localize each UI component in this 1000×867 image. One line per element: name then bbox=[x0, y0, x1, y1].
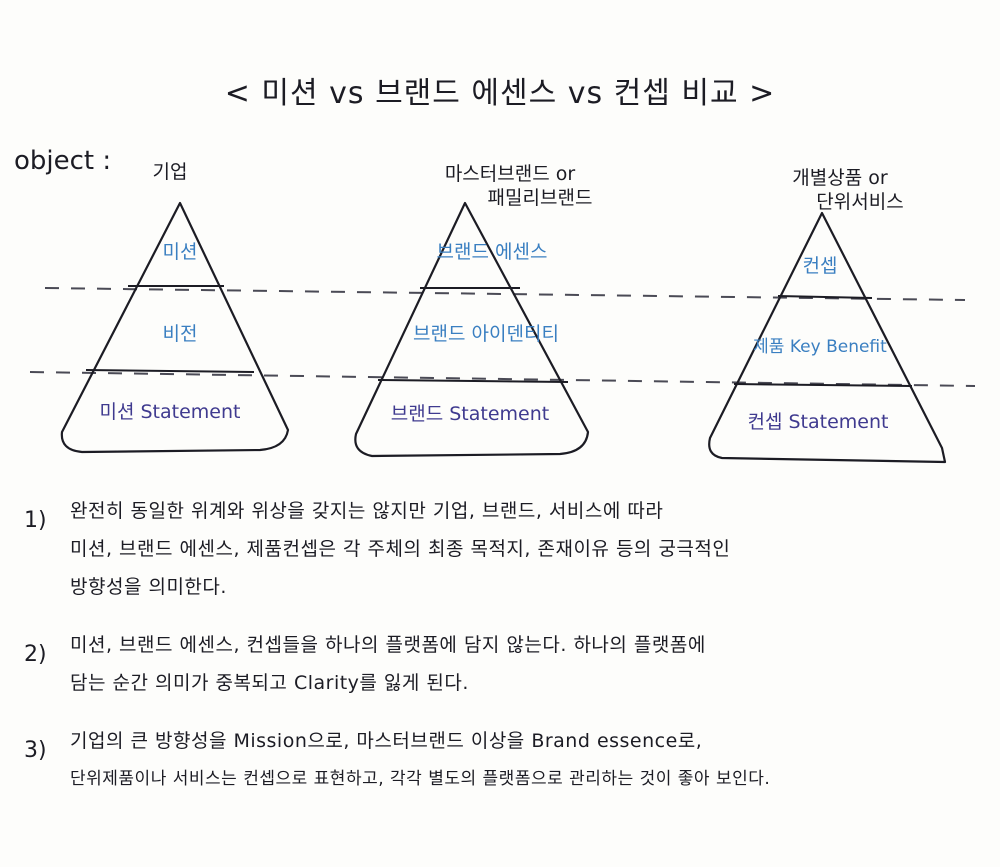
pyramid-1-top-label: 기업 bbox=[120, 160, 220, 184]
note-body: 기업의 큰 방향성을 Mission으로, 마스터브랜드 이상을 Brand e… bbox=[70, 722, 974, 798]
note-number: 1) bbox=[24, 508, 47, 533]
note-body: 완전히 동일한 위계와 위상을 갖지는 않지만 기업, 브랜드, 서비스에 따라… bbox=[70, 492, 974, 606]
pyramid-1-outline bbox=[60, 201, 290, 454]
notes-section: 1) 완전히 동일한 위계와 위상을 갖지는 않지만 기업, 브랜드, 서비스에… bbox=[24, 492, 974, 818]
pyramid-2-divider-2 bbox=[377, 379, 569, 383]
pyramid-1-top-label-line: 기업 bbox=[152, 161, 188, 183]
pyramid-3-divider-2 bbox=[733, 383, 913, 387]
pyramid-2-outline bbox=[354, 201, 590, 458]
pyramid-2-layer-2: 브랜드 아이덴티티 bbox=[413, 323, 559, 345]
pyramid-3-top-label-line-1: 개별상품 or bbox=[792, 167, 888, 189]
pyramid-3-top-label-line-2: 단위서비스 bbox=[816, 191, 904, 213]
pyramid-3-top-label: 개별상품 or 단위서비스 bbox=[720, 166, 960, 214]
note-1: 1) 완전히 동일한 위계와 위상을 갖지는 않지만 기업, 브랜드, 서비스에… bbox=[24, 492, 974, 606]
pyramid-2: 브랜드 에센스 브랜드 아이덴티티 브랜드 Statement bbox=[354, 201, 590, 458]
pyramid-2-layer-3: 브랜드 Statement bbox=[391, 403, 549, 425]
pyramid-2-top-label: 마스터브랜드 or 패밀리브랜드 bbox=[395, 162, 625, 210]
note-3: 3) 기업의 큰 방향성을 Mission으로, 마스터브랜드 이상을 Bran… bbox=[24, 722, 974, 798]
object-label: object : bbox=[14, 146, 112, 176]
pyramid-3-layer-1: 컨셉 bbox=[803, 255, 838, 277]
pyramid-1: 미션 비전 미션 Statement bbox=[60, 201, 290, 454]
dashed-separator-top bbox=[44, 287, 966, 301]
pyramid-3-outline bbox=[708, 211, 947, 464]
note-line: 미션, 브랜드 에센스, 제품컨셉은 각 주체의 최종 목적지, 존재이유 등의… bbox=[70, 538, 731, 560]
pyramid-3-divider-1 bbox=[777, 295, 873, 299]
page-title: < 미션 vs 브랜드 에센스 vs 컨셉 비교 > bbox=[224, 76, 776, 111]
pyramid-3-layer-3: 컨셉 Statement bbox=[748, 411, 889, 433]
pyramid-2-top-label-line-1: 마스터브랜드 or bbox=[444, 163, 576, 185]
dashed-separator-bottom bbox=[29, 371, 976, 387]
note-line: 방향성을 의미한다. bbox=[70, 576, 227, 598]
note-line: 완전히 동일한 위계와 위상을 갖지는 않지만 기업, 브랜드, 서비스에 따라 bbox=[70, 500, 664, 522]
note-number: 3) bbox=[24, 738, 47, 763]
note-body: 미션, 브랜드 에센스, 컨셉들을 하나의 플랫폼에 담지 않는다. 하나의 플… bbox=[70, 626, 974, 702]
note-line: 단위제품이나 서비스는 컨셉으로 표현하고, 각각 별도의 플랫폼으로 관리하는… bbox=[70, 769, 771, 789]
pyramid-2-top-label-line-2: 패밀리브랜드 bbox=[487, 187, 593, 209]
pyramid-1-layer-2: 비전 bbox=[163, 323, 198, 345]
pyramid-1-layer-3: 미션 Statement bbox=[100, 401, 241, 423]
pyramid-1-layer-1: 미션 bbox=[163, 241, 198, 263]
note-line: 담는 순간 의미가 중복되고 Clarity를 잃게 된다. bbox=[70, 672, 469, 694]
pyramid-2-layer-1: 브랜드 에센스 bbox=[437, 241, 548, 263]
pyramid-1-divider-2 bbox=[85, 369, 255, 373]
note-number: 2) bbox=[24, 642, 47, 667]
note-line: 기업의 큰 방향성을 Mission으로, 마스터브랜드 이상을 Brand e… bbox=[70, 730, 703, 752]
note-2: 2) 미션, 브랜드 에센스, 컨셉들을 하나의 플랫폼에 담지 않는다. 하나… bbox=[24, 626, 974, 702]
pyramid-diagram: 미션 비전 미션 Statement 브랜드 에센스 브랜드 아이덴티티 브랜드… bbox=[29, 201, 976, 464]
pyramid-3-layer-2: 제품 Key Benefit bbox=[753, 337, 887, 357]
note-line: 미션, 브랜드 에센스, 컨셉들을 하나의 플랫폼에 담지 않는다. 하나의 플… bbox=[70, 634, 706, 656]
pyramid-3: 컨셉 제품 Key Benefit 컨셉 Statement bbox=[708, 211, 947, 464]
